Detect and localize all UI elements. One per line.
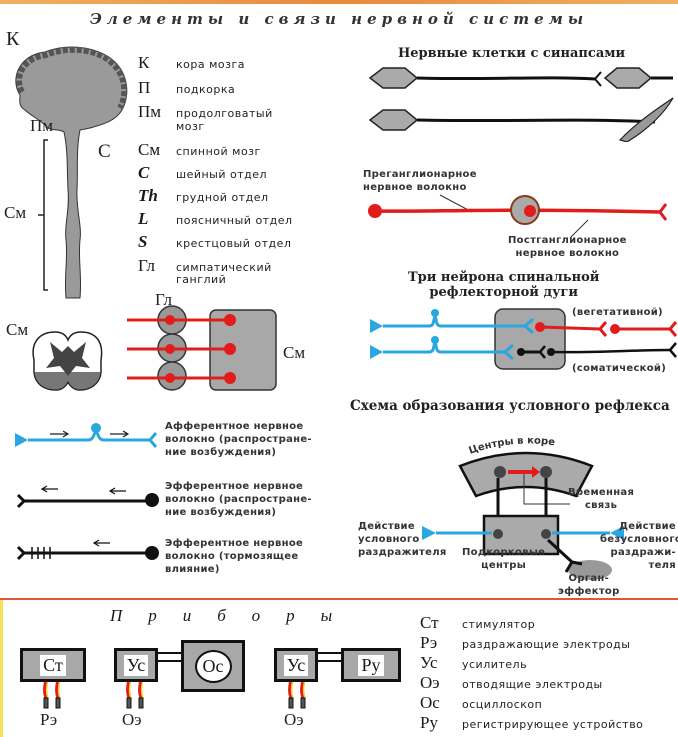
conditioned-reflex-title: Схема образования условного рефлекса [350,398,670,414]
label-spinal-sm: См [4,203,27,222]
ganglion-figure [32,305,277,391]
amplifier-box-2: Ус [274,648,318,682]
spinal-bracket [38,139,48,291]
somatic-label: (соматической) [572,363,667,374]
inhibitory-fiber [16,539,159,561]
label-cortex-k: К [6,28,20,50]
spinal-cross-section [32,331,103,391]
devices-title: Приборы [110,606,359,625]
cortex-arc [458,451,594,498]
effector-organ-label: Орган-эффектор [558,573,620,597]
stimulator-box: Ст [20,648,86,682]
label-ganglion: Гл [155,290,173,309]
recorder-box: Ру [341,648,401,682]
label-sm-cross: См [6,320,29,339]
synapses-figure [368,67,674,142]
neuron-1 [368,67,602,89]
label-sm-block: См [283,343,306,362]
efferent-fiber [16,485,159,509]
synapses-title: Нервные клетки с синапсами [398,46,626,61]
vegetative-label: (вегетативной) [572,307,663,318]
brain-cortex-rim [16,46,128,110]
unconditioned-stimulus [552,526,624,540]
conditioned-stimulus [422,526,492,540]
legend-item-cont: мозг [176,120,205,133]
autonomic-fiber-figure [368,194,668,239]
oscilloscope-box: Ос [181,640,245,692]
reflex-arc-figure [370,308,678,370]
label-cervical-c: С [98,141,111,162]
afferent-vegetative [370,309,534,335]
spinal-segment [494,308,566,370]
brain-spinal-cord-figure [15,46,128,299]
legend-item-cont: ганглий [176,273,227,286]
left-accent-bar [0,600,3,737]
afferent-fiber [15,423,158,448]
efferent-vegetative [535,321,678,337]
top-border [0,0,678,4]
section-divider [0,598,678,600]
stimulating-electrodes-label: Рэ [40,710,58,729]
page-title: Элементы и связи нервной системы [89,10,589,28]
efferent-somatic [517,342,677,359]
neuron-3 [368,109,656,131]
label-medulla-pm: Пм [30,116,54,135]
red-fibers [127,314,236,384]
recording-electrodes-label-2: Оэ [284,710,304,729]
conditioned-reflex-figure: Центры в коре [422,435,624,580]
recording-electrodes-label-1: Оэ [122,710,142,729]
muscle-fiber [618,97,674,142]
fiber-types-figure [15,423,159,561]
neuron-2 [603,67,673,89]
afferent-somatic [370,336,514,361]
amplifier-box-1: Ус [114,648,158,682]
effector-organ [568,560,612,580]
brain-cortex [15,46,128,299]
temporary-link-arrow [508,466,540,478]
